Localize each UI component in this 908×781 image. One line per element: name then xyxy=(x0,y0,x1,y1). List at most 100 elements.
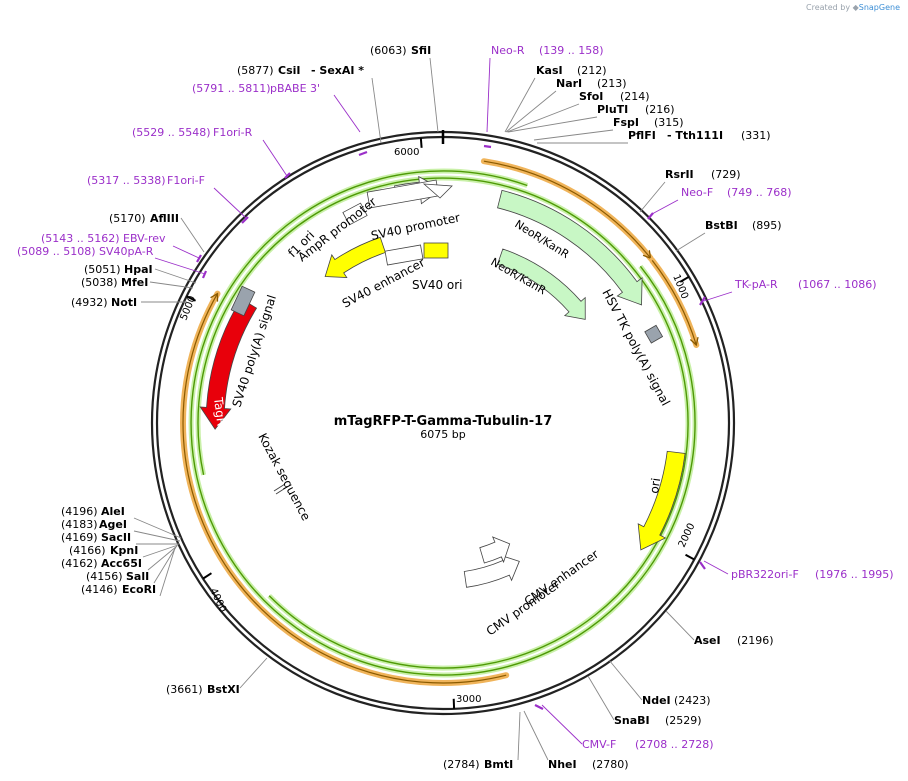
orf-green-top xyxy=(190,170,696,676)
primer-name-f1ori-f: F1ori-F xyxy=(167,174,205,187)
site-pos-sfoi: (214) xyxy=(620,90,650,103)
primer-name-sv40pa-r: SV40pA-R xyxy=(99,245,154,258)
feature-ampr-promoter xyxy=(342,202,368,226)
tick-mark-4000 xyxy=(202,572,212,580)
site-name-mfei: MfeI xyxy=(121,276,148,289)
site-pos-csii: (5877) xyxy=(237,64,274,77)
orf-big-left xyxy=(182,293,507,684)
site-leader-nari xyxy=(505,90,557,133)
site-name-ndei: NdeI xyxy=(642,694,671,707)
feature-kozak-mark1 xyxy=(273,483,286,492)
primer-leader-neo-f xyxy=(651,199,679,215)
orf-group xyxy=(180,158,700,686)
tick-label-2000: 2000 xyxy=(677,522,698,550)
primer-range-neo-f: (749 .. 768) xyxy=(727,186,792,199)
site-leader-alei xyxy=(133,517,182,539)
site-pos-afliii: (5170) xyxy=(109,212,146,225)
orf-neo-outer xyxy=(483,160,652,259)
label-sv40-ori: SV40 ori xyxy=(412,278,463,292)
site-pos-alei: (4196) xyxy=(61,505,98,518)
tick-mark-6000 xyxy=(419,137,423,148)
site-name-ecori: EcoRI xyxy=(122,583,156,596)
tick-mark-1000 xyxy=(679,275,690,283)
site-leader-rsrii xyxy=(639,181,666,213)
site-suffix-pflfi: - Tth111I xyxy=(667,129,723,142)
plasmid-length: 6075 bp xyxy=(420,428,465,441)
primer-range-tk-pa-r: (1067 .. 1086) xyxy=(798,278,877,291)
label-cmv-promoter: CMV promoter xyxy=(484,577,563,638)
label-ori: ori xyxy=(647,477,663,494)
site-name-agei: AgeI xyxy=(99,518,127,531)
primer-range-neo-r: (139 .. 158) xyxy=(539,44,604,57)
site-name-kasi: KasI xyxy=(536,64,563,77)
site-pos-noti: (4932) xyxy=(71,296,108,309)
site-pos-kpni: (4166) xyxy=(69,544,106,557)
primer-range-f1ori-r: (5529 .. 5548) xyxy=(132,126,211,139)
feature-sv40-ori xyxy=(423,242,449,259)
site-pos-asei: (2196) xyxy=(737,634,774,647)
site-leader-sali xyxy=(153,546,177,584)
primer-mark-cmv-f xyxy=(534,704,544,710)
label-sv40-promoter: SV40 promoter xyxy=(370,210,462,243)
primer-range-pbr322ori-f: (1976 .. 1995) xyxy=(815,568,894,581)
primer-mark-pbabe-3- xyxy=(358,150,368,157)
label-kozak: Kozak sequence xyxy=(255,431,313,523)
site-name-sacii: SacII xyxy=(101,531,131,544)
feature-cmv-enhancer xyxy=(463,554,520,588)
site-pos-sacii: (4169) xyxy=(61,531,98,544)
site-leader-fspi xyxy=(533,129,614,141)
site-name-nari: NarI xyxy=(556,77,582,90)
feature-kozak-mark2 xyxy=(275,486,288,495)
feature-neo-kan-outer xyxy=(497,189,643,306)
site-name-bstxi: BstXI xyxy=(207,683,240,696)
site-name-sfii: SfiI xyxy=(411,44,431,57)
site-leader-sfoi xyxy=(506,103,580,133)
primer-leader-pbr322ori-f xyxy=(703,560,729,575)
site-leader-pluti xyxy=(507,116,598,133)
site-leader-bstxi xyxy=(239,657,268,689)
primer-name-f1ori-r: F1ori-R xyxy=(213,126,253,139)
site-name-bstbi: BstBI xyxy=(705,219,738,232)
site-name-fspi: FspI xyxy=(613,116,639,129)
site-name-hpai: HpaI xyxy=(124,263,153,276)
tick-mark-5000 xyxy=(186,295,197,302)
feature-hsv-tk-polya xyxy=(644,324,664,344)
site-pos-bstxi: (3661) xyxy=(166,683,203,696)
primer-leader-f1ori-f xyxy=(213,187,247,219)
site-leader-bstbi xyxy=(675,232,706,252)
site-leader-asei xyxy=(665,610,695,641)
feature-sv40-enhancer xyxy=(384,244,424,266)
site-pos-nari: (213) xyxy=(597,77,627,90)
feature-f1-ori xyxy=(324,236,386,278)
site-pos-mfei: (5038) xyxy=(81,276,118,289)
site-labels: (6063)SfiI(5877)CsiI- SexAI *(212)KasI(2… xyxy=(17,44,894,771)
site-pos-ecori: (4146) xyxy=(81,583,118,596)
snapgene-watermark: Created by ◆SnapGene xyxy=(806,3,900,12)
primer-range-ebv-rev: (5143 .. 5162) xyxy=(41,232,120,245)
site-name-asei: AseI xyxy=(694,634,721,647)
feature-cmv-promoter xyxy=(479,536,511,564)
site-name-kpni: KpnI xyxy=(110,544,138,557)
site-name-nhei: NheI xyxy=(548,758,577,771)
site-pos-kasi: (212) xyxy=(577,64,607,77)
feature-neo-kan-inner xyxy=(497,248,586,320)
site-leader-snabi xyxy=(587,675,615,721)
primer-mark-f1ori-r xyxy=(284,172,291,179)
tick-mark-2000 xyxy=(685,553,695,561)
primer-mark-neo-r xyxy=(483,144,492,149)
primer-mark-sv40pa-r xyxy=(201,270,208,279)
site-leader-sfii xyxy=(429,57,439,133)
primer-mark-f1ori-f xyxy=(241,216,249,224)
site-pos-ndei: (2423) xyxy=(674,694,711,707)
site-pos-sfii: (6063) xyxy=(370,44,407,57)
site-name-alei: AleI xyxy=(101,505,125,518)
primer-name-tk-pa-r: TK-pA-R xyxy=(734,278,778,291)
feature-tagrfp xyxy=(199,298,258,430)
tick-label-6000: 6000 xyxy=(394,147,419,158)
site-leader-acc65i xyxy=(147,545,178,571)
site-pos-agei: (4183) xyxy=(61,518,98,531)
primer-name-pbr322ori-f: pBR322ori-F xyxy=(731,568,799,581)
site-name-sfoi: SfoI xyxy=(579,90,603,103)
site-pos-fspi: (315) xyxy=(654,116,684,129)
primer-mark-ebv-rev xyxy=(196,254,202,263)
